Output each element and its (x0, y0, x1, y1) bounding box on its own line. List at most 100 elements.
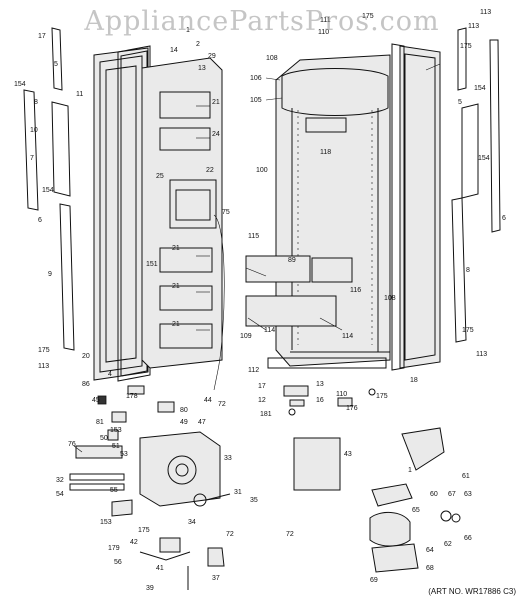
door-shelf-1 (159, 91, 211, 119)
part-label: 108 (384, 295, 396, 302)
part-label: 50 (100, 435, 108, 442)
part-label: 6 (38, 217, 42, 224)
fresh-food-light-housing (281, 68, 389, 116)
part-label: 175 (38, 347, 50, 354)
handle-trim-left-2 (59, 203, 75, 351)
handle-right (461, 103, 479, 199)
part-label: 5 (54, 61, 58, 68)
top-trim-strip-right (457, 27, 467, 91)
part-label: 100 (256, 167, 268, 174)
art-number: (ART NO. WR17886 C3) (428, 587, 516, 596)
part-label: 178 (126, 393, 138, 400)
part-label: 4 (108, 371, 112, 378)
part-label: 154 (14, 81, 26, 88)
part-label: 17 (258, 383, 266, 390)
part-label: 10 (30, 127, 38, 134)
part-label: 181 (260, 411, 272, 418)
bracket-part (283, 385, 309, 397)
part-label: 116 (350, 287, 361, 294)
part-label: 113 (480, 9, 491, 16)
part-label: 72 (218, 401, 226, 408)
part-label: 1 (186, 27, 190, 34)
part-label: 51 (112, 443, 120, 450)
part-label: 1 (408, 467, 412, 474)
part-label: 115 (248, 233, 259, 240)
bracket-mount (401, 427, 445, 471)
part-label: 66 (464, 535, 472, 542)
fresh-food-door (391, 43, 441, 371)
part-label: 21 (212, 99, 220, 106)
door-shelf-4 (159, 285, 213, 311)
part-label: 31 (234, 489, 242, 496)
ice-maker-motor (369, 512, 411, 547)
part-label: 114 (264, 327, 275, 334)
part-label: 111 (320, 17, 331, 24)
part-label: 153 (100, 519, 112, 526)
part-label: 41 (156, 565, 164, 572)
part-label: 176 (346, 405, 358, 412)
leader-lines (73, 63, 441, 453)
part-label: 61 (462, 473, 470, 480)
ice-tray (371, 483, 413, 507)
part-label: 108 (266, 55, 278, 62)
part-label: 179 (108, 545, 120, 552)
door-shelf-5 (159, 323, 213, 349)
left-handle-trims (23, 27, 75, 351)
ice-bucket (371, 543, 419, 573)
part-label: 21 (172, 245, 180, 252)
part-label: 17 (38, 33, 46, 40)
part-label: 153 (110, 427, 122, 434)
part-label: 175 (362, 13, 374, 20)
ice-dispenser-chute (169, 179, 217, 229)
part-label: 14 (170, 47, 178, 54)
fresh-food-door-outer-panel (399, 45, 441, 369)
part-label: 18 (410, 377, 418, 384)
drip-tray (75, 445, 123, 459)
part-label: 76 (68, 441, 76, 448)
right-handle-trims (451, 27, 501, 343)
part-label: 75 (222, 209, 230, 216)
part-label: 80 (180, 407, 188, 414)
part-label: 47 (198, 419, 206, 426)
grille (111, 499, 133, 517)
part-label: 72 (226, 531, 234, 538)
part-label: 11 (76, 91, 83, 98)
part-label: 13 (198, 65, 206, 72)
handle-trim-right-1 (489, 39, 501, 233)
part-label: 54 (56, 491, 64, 498)
part-label: 8 (466, 267, 470, 274)
fresh-food-cabinet (275, 54, 391, 367)
water-tube (139, 551, 191, 561)
part-label: 151 (146, 261, 158, 268)
door-shelf-2 (159, 127, 211, 151)
part-labels: 17 5 14 2 29 13 1 154 8 11 10 7 154 6 9 … (14, 9, 506, 592)
part-label: 42 (130, 539, 138, 546)
fresh-food-door-bin-1 (245, 255, 311, 283)
insulation-pad (293, 437, 341, 491)
part-label: 110 (318, 29, 329, 36)
part-label: 175 (462, 327, 474, 334)
part-label: 37 (212, 575, 220, 582)
fresh-food-door-bin-2 (311, 257, 353, 283)
part-label: 113 (476, 351, 487, 358)
part-label: 21 (172, 283, 180, 290)
kick-plate (267, 357, 387, 369)
center-small-parts (283, 385, 376, 491)
part-label: 12 (258, 397, 266, 404)
part-label: 113 (38, 363, 49, 370)
handle-trim-left-1 (23, 89, 39, 211)
switch-component (97, 395, 107, 405)
part-label: 86 (82, 381, 90, 388)
part-label: 154 (42, 187, 54, 194)
part-label: 154 (474, 85, 486, 92)
ice-crusher-housing (139, 431, 221, 507)
part-label: 9 (48, 271, 52, 278)
part-label: 35 (250, 497, 258, 504)
part-label: 114 (342, 333, 353, 340)
part-label: 53 (120, 451, 128, 458)
handle-trim-right-2 (451, 197, 467, 343)
part-label: 24 (212, 131, 220, 138)
part-label: 39 (146, 585, 154, 592)
part-label: 44 (204, 397, 212, 404)
